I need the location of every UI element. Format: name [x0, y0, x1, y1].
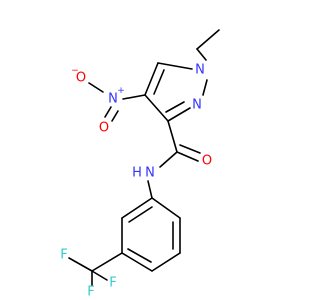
bond-nitro-o2 [104, 106, 112, 118]
bond-n1-c5 [157, 62, 193, 70]
atom-f-1: F [60, 248, 67, 263]
bond-ethyl-ch2 [196, 48, 207, 61]
atom-n1: N [195, 63, 205, 78]
bond-c5-c4-double [153, 69, 165, 95]
atom-o-carbonyl: O [202, 154, 212, 169]
bond-carbonyl-nh [159, 151, 178, 168]
molecule-structure: N N N + O − O O N H F F F [60, 29, 220, 300]
bond-cf3-f1 [68, 257, 93, 272]
bond-c4-c3 [144, 94, 169, 122]
bond-ethyl-ch3 [196, 29, 220, 50]
bond-ar5-cf3 [91, 252, 123, 272]
bond-layer [68, 29, 220, 286]
bond-c3-n2-double [165, 101, 185, 113]
atom-label-layer: N N N + O − O O N H F F F [60, 63, 212, 300]
bond-nitro-o1 [88, 82, 104, 93]
atom-n2: N [192, 98, 202, 113]
atom-n-amide: N [145, 166, 155, 181]
bond-cf3-f3 [91, 270, 108, 281]
atom-o-nitro-2: O [99, 121, 109, 136]
bond-c4-nitro [122, 94, 146, 100]
atom-o-nitro-1: O [76, 71, 86, 86]
charge-minus: − [71, 66, 79, 76]
bond-ar3-ar4 [151, 252, 181, 272]
bond-ar4-ar5 [121, 252, 153, 272]
bond-c5-c4 [144, 62, 159, 96]
bond-nitro-o2-double [111, 110, 119, 122]
bond-carbonyl-o-double [179, 144, 201, 154]
bond-n2-n1 [202, 79, 208, 96]
atom-f-3: F [109, 276, 116, 291]
bond-ar6-ar1 [121, 197, 153, 219]
bond-carbonyl-o [176, 151, 199, 162]
bond-ar4-ar5-double [127, 248, 152, 263]
bond-c3-carbonyl [167, 120, 178, 153]
charge-plus: + [117, 86, 125, 96]
bond-ar1-ar2 [151, 197, 181, 219]
bond-nh-aryl [147, 180, 153, 199]
atom-f-2: F [87, 285, 94, 300]
atom-h-amide: H [132, 166, 142, 181]
bond-c3-n2 [167, 107, 191, 122]
bond-ar6-ar1-double [128, 206, 153, 223]
atom-n-nitro: N [108, 92, 118, 107]
